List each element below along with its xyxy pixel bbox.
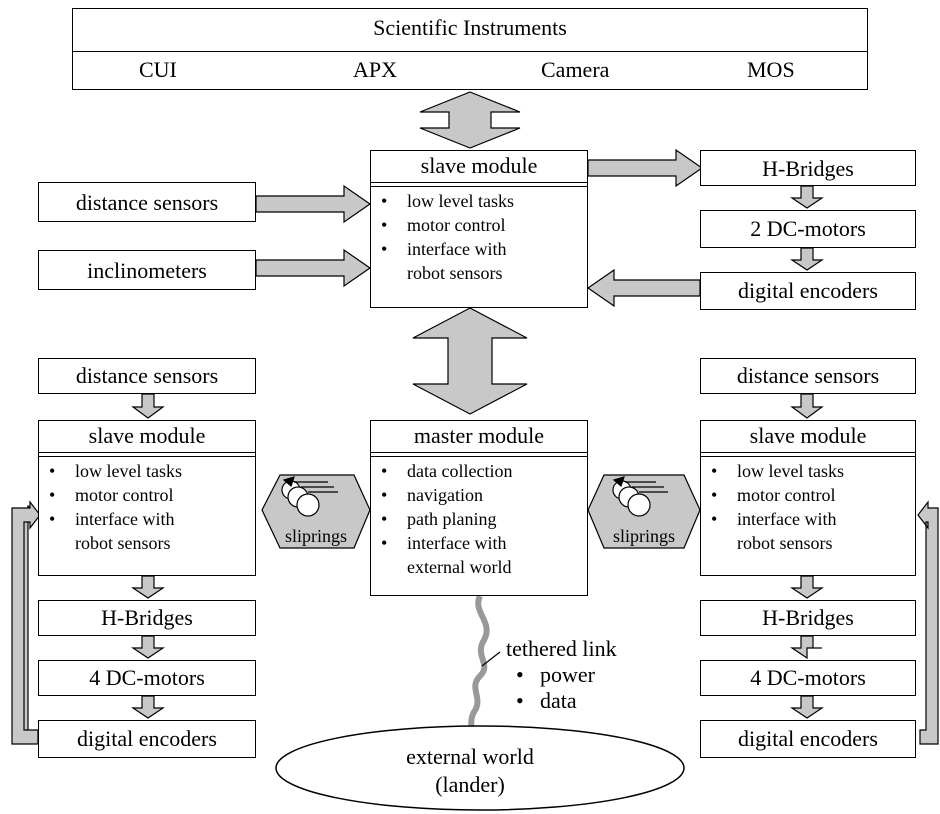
- slave-module-left: slave module low level tasks motor contr…: [38, 420, 256, 576]
- list-item-continuation: robot sensors: [407, 263, 503, 283]
- list-item: low level tasks: [371, 189, 587, 213]
- arrow-motors-to-encoders-top: [790, 247, 824, 271]
- master-module-list: data collection navigation path planing …: [371, 459, 587, 579]
- distance-sensors-label-left: distance sensors: [75, 363, 219, 388]
- list-item: motor control: [39, 483, 255, 507]
- master-module: master module data collection navigation…: [370, 420, 588, 596]
- arrow-distance-to-slave: [255, 184, 372, 224]
- list-item: data collection: [371, 459, 587, 483]
- master-module-separator: [371, 452, 587, 457]
- slave-module-top-separator: [371, 182, 587, 187]
- arrow-right-slave-to-hbridges: [790, 575, 824, 599]
- slave-module-right-separator: [701, 452, 915, 457]
- arrow-right-motors-to-encoders: [790, 695, 824, 719]
- slave-module-right-list: low level tasks motor control interface …: [701, 459, 915, 555]
- list-item: interface with: [701, 507, 915, 531]
- master-module-title: master module: [413, 423, 545, 448]
- slave-module-left-list: low level tasks motor control interface …: [39, 459, 255, 555]
- arrow-hbridges-to-motors-top: [790, 185, 824, 209]
- dc-motors-box-right: 4 DC-motors: [700, 660, 916, 696]
- digital-encoders-label-top: digital encoders: [738, 278, 878, 303]
- digital-encoders-box-left: digital encoders: [38, 720, 256, 758]
- distance-sensors-box-right: distance sensors: [700, 358, 916, 394]
- list-item-continuation: robot sensors: [737, 533, 833, 553]
- sliprings-label-left: sliprings: [284, 526, 347, 546]
- tether-label-leader: [481, 651, 501, 667]
- digital-encoders-box-top: digital encoders: [700, 272, 916, 310]
- slave-module-left-separator: [39, 452, 255, 457]
- external-world-ellipse: [275, 725, 685, 811]
- instrument-cui: CUI: [139, 57, 177, 82]
- list-item: navigation: [371, 483, 587, 507]
- list-item: motor control: [371, 213, 587, 237]
- left-feedback-loop: [11, 500, 41, 745]
- list-item: data: [506, 688, 595, 714]
- list-item-continuation: robot sensors: [75, 533, 171, 553]
- list-item: interface with: [371, 531, 587, 555]
- distance-sensors-label-right: distance sensors: [736, 363, 880, 388]
- list-item: low level tasks: [701, 459, 915, 483]
- dc-motors-label-right: 4 DC-motors: [750, 665, 866, 690]
- inclinometers-box: inclinometers: [38, 250, 256, 290]
- arrow-left-slave-to-hbridges: [131, 575, 165, 599]
- scientific-instruments-box: Scientific Instruments CUI APX Camera MO…: [72, 8, 868, 90]
- arrow-left-distance-to-slave: [131, 393, 165, 419]
- instruments-slave-double-arrow: [419, 91, 521, 149]
- list-item: low level tasks: [39, 459, 255, 483]
- scientific-instruments-title: Scientific Instruments: [373, 15, 567, 40]
- list-item: interface with: [371, 237, 587, 261]
- slipring-right-icon: [612, 476, 668, 517]
- external-world-line2: (lander): [435, 772, 505, 797]
- slave-module-left-title: slave module: [88, 423, 206, 448]
- dc-motors-box-left: 4 DC-motors: [38, 660, 256, 696]
- hbridges-box-left: H-Bridges: [38, 600, 256, 636]
- arrow-inclinometers-to-slave: [255, 248, 372, 288]
- list-item: path planing: [371, 507, 587, 531]
- instrument-camera: Camera: [541, 57, 610, 82]
- slave-module-right: slave module low level tasks motor contr…: [700, 420, 916, 576]
- sliprings-label-right: sliprings: [612, 526, 675, 546]
- slave-module-top: slave module low level tasks motor contr…: [370, 150, 588, 308]
- list-item: power: [506, 662, 595, 688]
- arrow-left-motors-to-encoders: [131, 695, 165, 719]
- tethered-link-list: power data: [506, 662, 595, 714]
- dc-motors-box-top: 2 DC-motors: [700, 210, 916, 248]
- slave-module-top-title: slave module: [420, 153, 538, 178]
- right-feedback-loop: [917, 500, 939, 745]
- arrow-left-hbridges-to-motors: [131, 635, 165, 659]
- arrow-slave-to-hbridges: [587, 148, 704, 188]
- hbridges-label-right: H-Bridges: [762, 605, 854, 630]
- tethered-link-cable: [468, 594, 490, 749]
- instruments-divider: [73, 51, 867, 52]
- inclinometers-label: inclinometers: [87, 258, 207, 283]
- list-item-continuation: external world: [407, 557, 512, 577]
- instrument-mos: MOS: [747, 57, 795, 82]
- distance-sensors-box-top: distance sensors: [38, 182, 256, 222]
- distance-sensors-box-left: distance sensors: [38, 358, 256, 394]
- distance-sensors-label-top: distance sensors: [75, 190, 219, 215]
- slipring-left-icon: [281, 476, 338, 517]
- arrow-encoders-to-slave: [586, 268, 701, 308]
- hbridges-box-top: H-Bridges: [700, 150, 916, 186]
- external-world-line1: external world: [406, 744, 534, 769]
- digital-encoders-box-right: digital encoders: [700, 720, 916, 758]
- dc-motors-label-left: 4 DC-motors: [89, 665, 205, 690]
- hbridges-label-left: H-Bridges: [101, 605, 193, 630]
- slave-master-double-arrow: [412, 307, 528, 415]
- list-item: interface with: [39, 507, 255, 531]
- hbridges-label-top: H-Bridges: [762, 156, 854, 181]
- slave-module-right-title: slave module: [749, 423, 867, 448]
- digital-encoders-label-left: digital encoders: [77, 726, 217, 751]
- dc-motors-label-top: 2 DC-motors: [750, 216, 866, 241]
- digital-encoders-label-right: digital encoders: [738, 726, 878, 751]
- tethered-link-title: tethered link: [506, 636, 617, 661]
- slave-module-top-list: low level tasks motor control interface …: [371, 189, 587, 285]
- hbridges-box-right: H-Bridges: [700, 600, 916, 636]
- arrow-right-distance-to-slave: [790, 393, 824, 419]
- list-item: motor control: [701, 483, 915, 507]
- arrow-right-hbridges-to-motors: [790, 635, 822, 660]
- instrument-apx: APX: [353, 57, 398, 82]
